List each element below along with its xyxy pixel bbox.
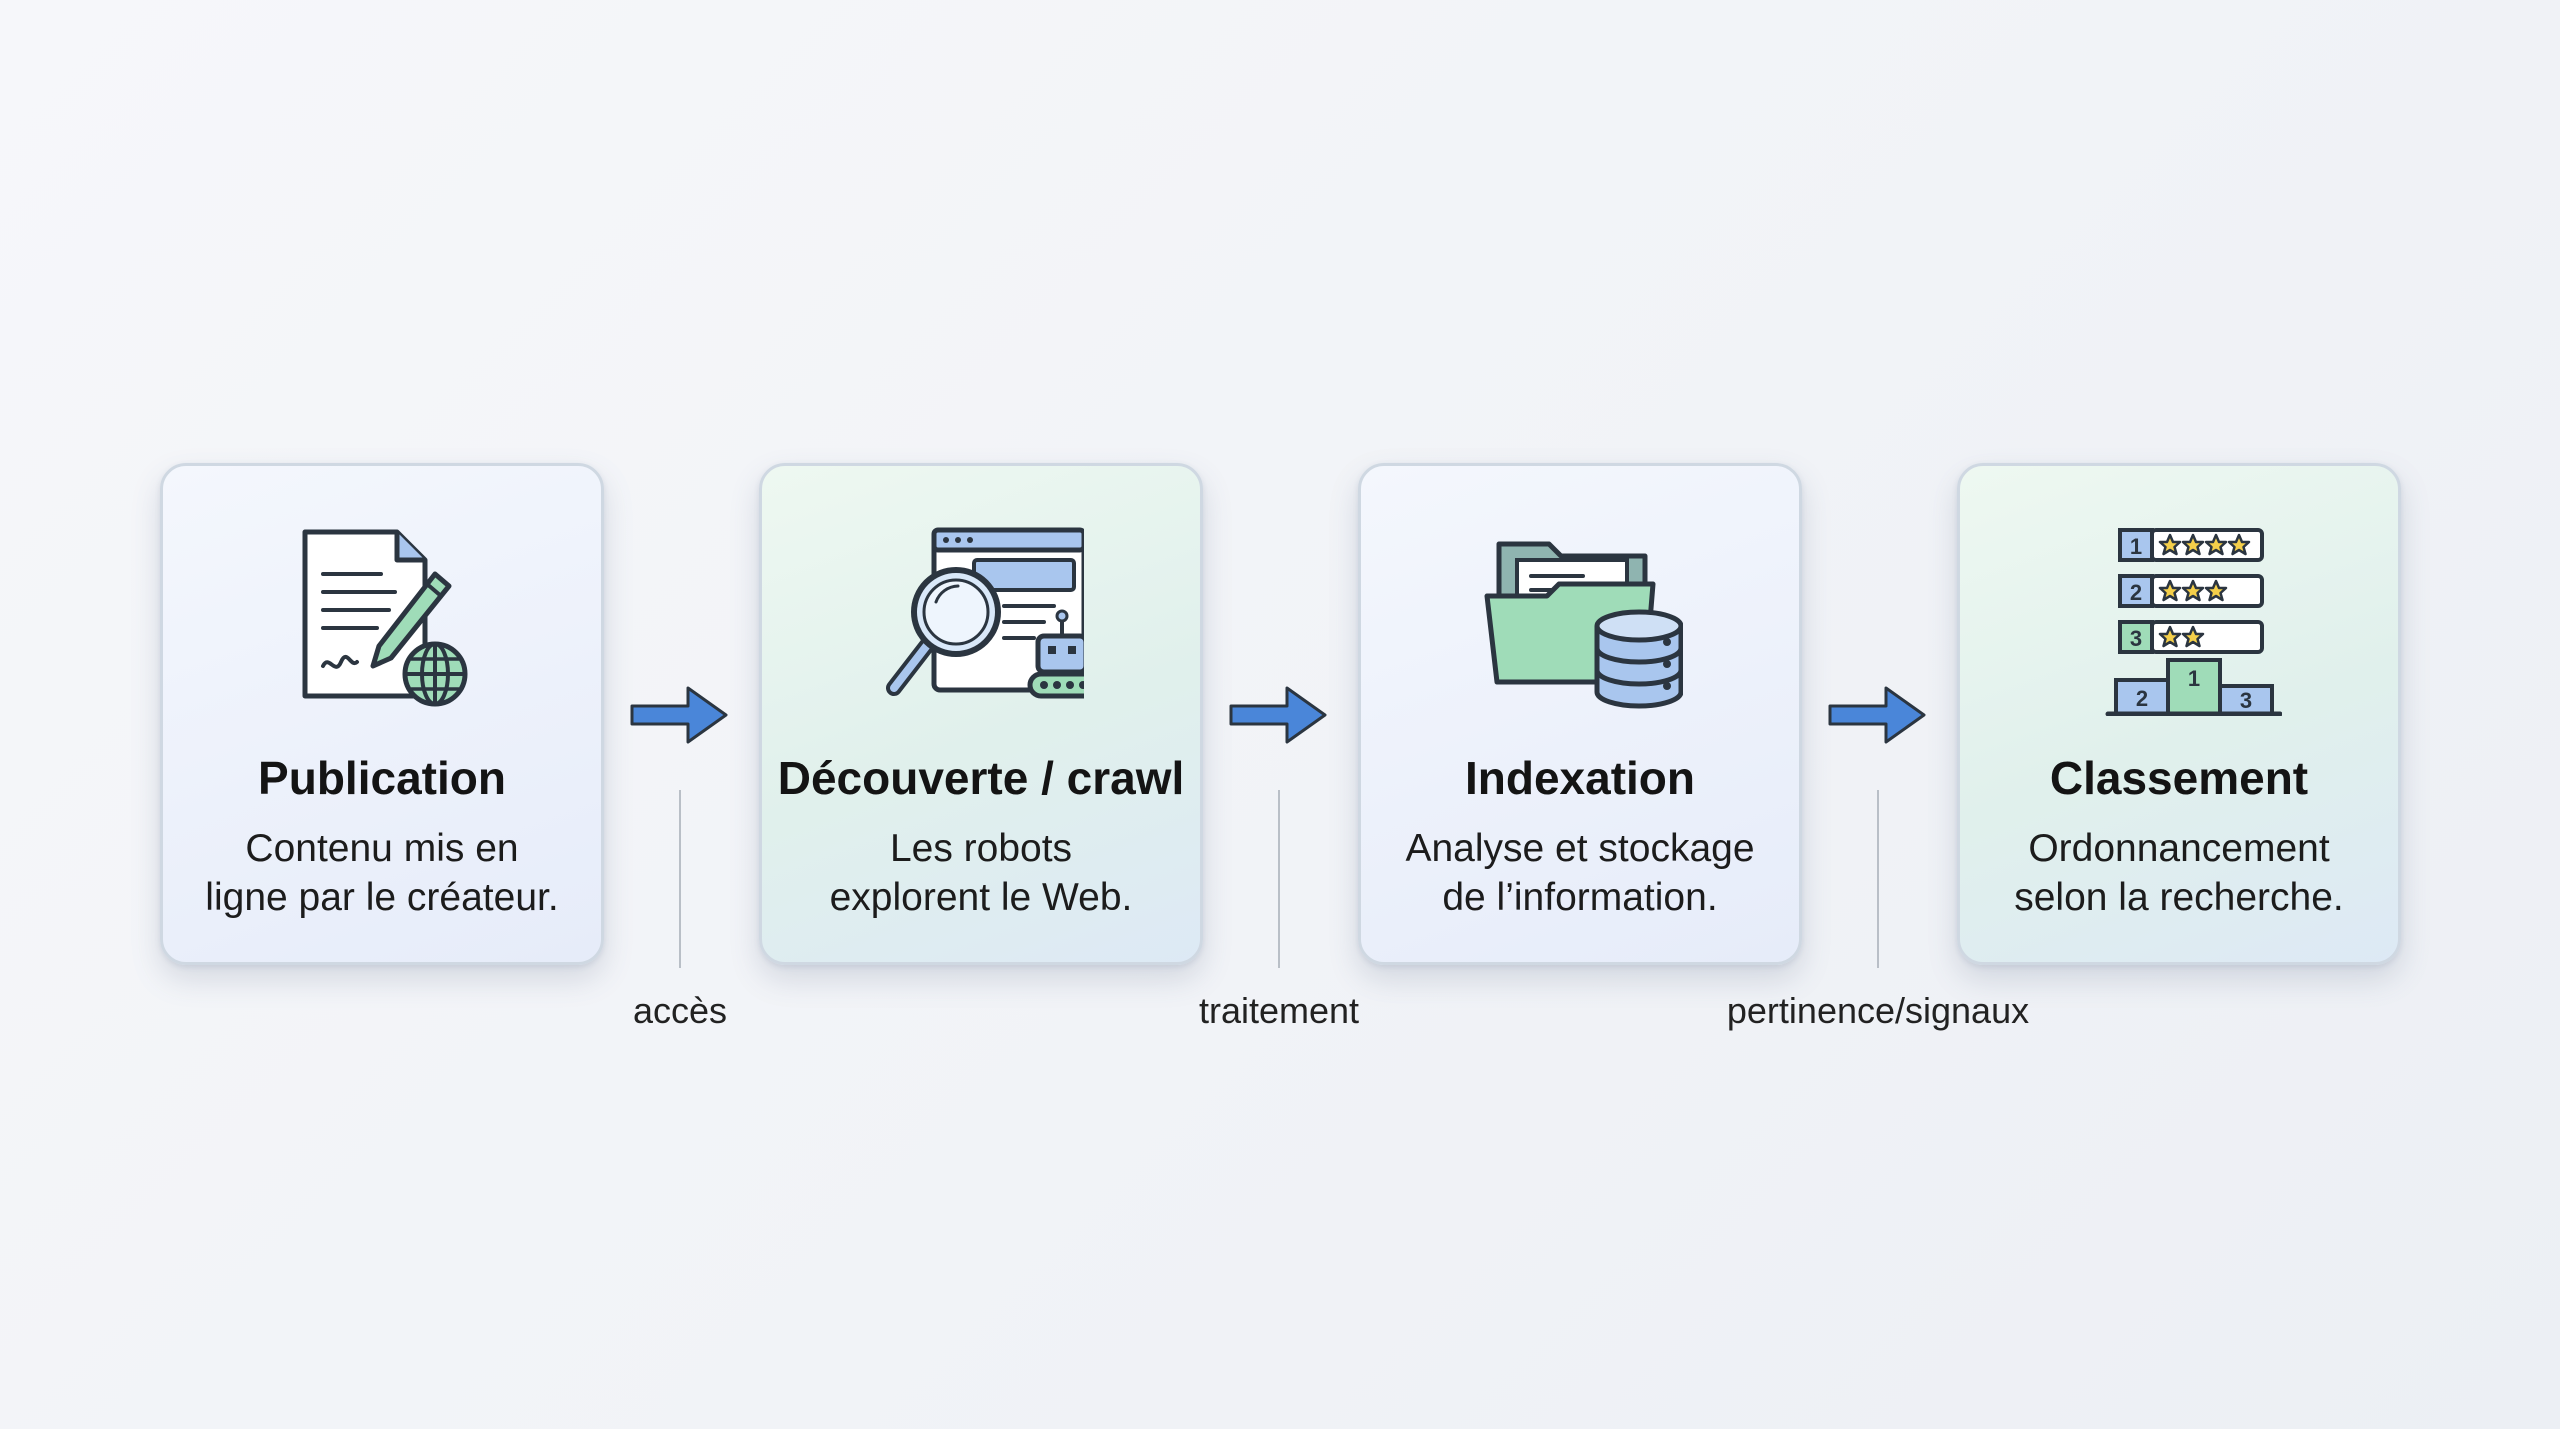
step-description-line: explorent le Web. [829, 876, 1133, 919]
step-card-indexation: Indexation Analyse et stockage de l’info… [1358, 463, 1802, 965]
step-card-classement: 1 2 3 2 1 3 Classement Ordonnancement se… [1957, 463, 2401, 965]
step-description-line: Les robots [889, 827, 1073, 870]
step-title: Classement [2049, 752, 2309, 804]
step-description-line: Analyse et stockage [1405, 827, 1755, 870]
arrow-right-icon [1229, 686, 1327, 744]
connector-line [679, 790, 681, 968]
connector-label: traitement [1198, 990, 1360, 1031]
step-description-line: Ordonnancement [2028, 827, 2330, 870]
connector-line [1877, 790, 1879, 968]
step-description-line: de l’information. [1442, 876, 1718, 919]
step-card-crawl: Découverte / crawl Les robots explorent … [759, 463, 1203, 965]
connector-label: pertinence/signaux [1726, 990, 2030, 1031]
rank-number: 2 [2130, 580, 2142, 605]
step-description: Contenu mis en ligne par le créateur. [173, 824, 591, 922]
step-description-line: selon la recherche. [2014, 876, 2344, 919]
podium-number: 2 [2136, 686, 2148, 711]
rank-number: 3 [2130, 626, 2142, 651]
step-description: Ordonnancement selon la recherche. [1970, 824, 2388, 922]
step-card-publication: Publication Contenu mis en ligne par le … [160, 463, 604, 965]
magnifier-robot-icon [886, 527, 1084, 699]
arrow-right-icon [1828, 686, 1926, 744]
document-pen-globe-icon [302, 529, 468, 707]
step-description-line: ligne par le créateur. [205, 876, 559, 919]
connector-line [1278, 790, 1280, 968]
step-description-line: Contenu mis en [245, 827, 519, 870]
connector-label: accès [632, 990, 728, 1031]
step-description: Les robots explorent le Web. [772, 824, 1190, 922]
step-description: Analyse et stockage de l’information. [1371, 824, 1789, 922]
step-title: Indexation [1464, 752, 1696, 804]
step-title: Découverte / crawl [777, 752, 1185, 804]
arrow-right-icon [630, 686, 728, 744]
folder-database-icon [1484, 541, 1683, 709]
step-title: Publication [258, 752, 506, 804]
podium-number: 3 [2240, 688, 2252, 713]
rank-number: 1 [2130, 534, 2142, 559]
podium-number: 1 [2188, 666, 2200, 691]
ranking-podium-icon: 1 2 3 2 1 3 [2105, 528, 2282, 716]
